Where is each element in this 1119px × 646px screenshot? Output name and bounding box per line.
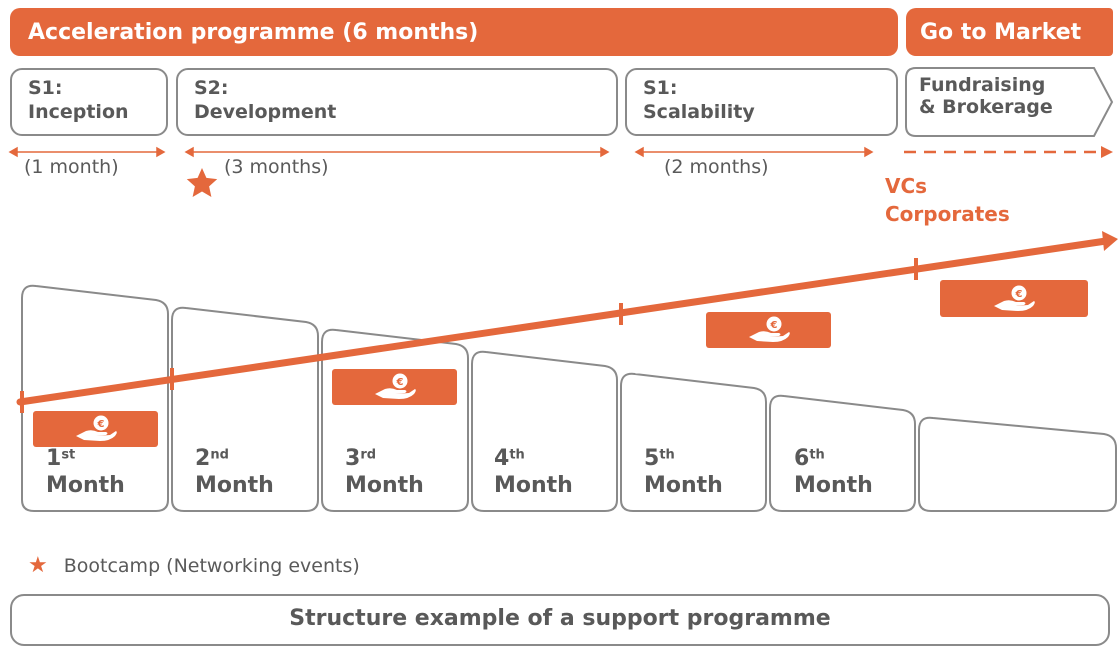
duration-inception: (1 month) [24,156,119,178]
legend-label: Bootcamp (Networking events) [63,554,360,577]
month-label-4: 4th Month [494,446,573,498]
month-number: 1 [46,446,62,471]
hand-euro-coin-icon: € [748,316,790,342]
month-shape-2 [171,306,319,512]
month-label-3: 3rd Month [345,446,424,498]
month-number: 2 [195,446,211,471]
star-icon: ★ [28,553,48,578]
stage-development-name: Development [194,101,337,123]
month-number: 4 [494,446,510,471]
acceleration-programme-label: Acceleration programme (6 months) [28,19,479,45]
growth-line [16,231,1118,413]
go-to-market-bar: Go to Market [906,8,1113,56]
month-label-6: 6th Month [794,446,873,498]
acceleration-programme-bar: Acceleration programme (6 months) [10,8,898,56]
month-label-5: 5th Month [644,446,723,498]
stage-scalability-code: S1: [643,77,678,99]
month-shape-6 [769,394,916,512]
month-shape-5 [620,372,767,512]
svg-text:€: € [1015,289,1023,300]
stage-scalability: S1: Scalability [625,68,898,136]
hand-euro-coin-icon: € [994,285,1035,311]
stage-fundraising-shape [905,67,1114,137]
month-number: 5 [644,446,660,471]
fundraising-dashed-arrow [904,146,1113,158]
month-shape-1 [21,284,169,512]
stage-fundraising-line2: & Brokerage [919,96,1053,118]
svg-text:€: € [96,419,104,430]
bootcamp-star-icon [186,168,218,197]
market-shape [918,416,1117,512]
month-suffix: nd [210,447,229,463]
go-to-market-label: Go to Market [920,19,1082,45]
month-label-2: 2nd Month [195,446,274,498]
month-suffix: th [809,447,825,463]
investor-types: VCs Corporates [885,172,1010,228]
month-word: Month [345,473,424,498]
stage-inception-code: S1: [28,77,63,99]
funding-badge-2: € [332,369,457,405]
investor-corporates: Corporates [885,202,1010,226]
duration-development: (3 months) [224,156,329,178]
hand-euro-coin-icon: € [374,373,416,399]
footer-caption: Structure example of a support programme [289,606,831,631]
funding-badge-3: € [706,312,831,348]
month-shape-4 [471,350,618,512]
month-suffix: th [659,447,675,463]
funding-badge-1: € [33,411,158,447]
month-word: Month [46,473,125,498]
duration-arrows [8,146,874,158]
month-word: Month [794,473,873,498]
stage-inception-name: Inception [28,101,129,123]
footer-caption-box: Structure example of a support programme [10,594,1110,646]
month-suffix: rd [360,447,377,463]
legend: ★ Bootcamp (Networking events) [28,553,360,578]
month-suffix: th [509,447,525,463]
svg-text:€: € [395,377,403,388]
month-number: 6 [794,446,810,471]
investor-vcs: VCs [885,174,928,198]
month-word: Month [644,473,723,498]
svg-text:€: € [769,320,777,331]
stage-fundraising-label: Fundraising & Brokerage [919,74,1053,118]
stage-development-code: S2: [194,77,229,99]
month-suffix: st [61,447,76,463]
stage-fundraising-line1: Fundraising [919,74,1046,96]
hand-euro-coin-icon: € [75,415,117,441]
stage-scalability-name: Scalability [643,101,755,123]
month-word: Month [195,473,274,498]
month-word: Month [494,473,573,498]
month-label-1: 1st Month [46,446,125,498]
month-number: 3 [345,446,361,471]
stage-development: S2: Development [176,68,618,136]
duration-scalability: (2 months) [664,156,769,178]
stage-inception: S1: Inception [10,68,168,136]
funding-badge-4: € [940,280,1088,317]
